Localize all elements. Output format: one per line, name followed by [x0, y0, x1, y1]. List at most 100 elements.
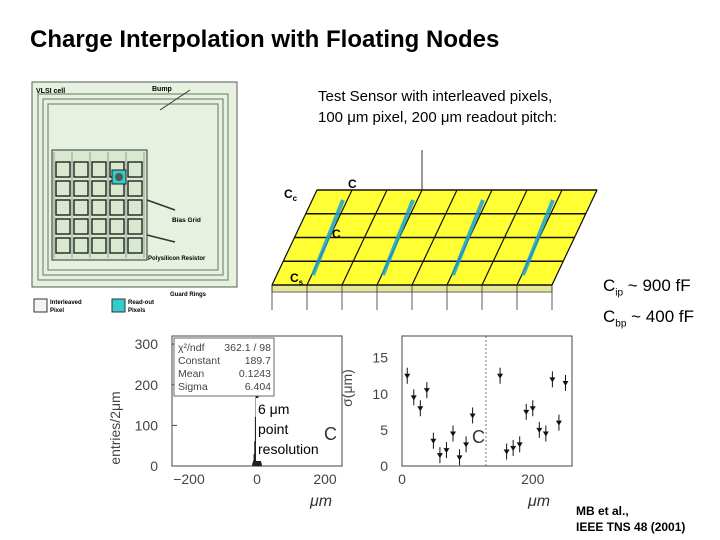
sigma-point	[469, 413, 476, 419]
label-cip: C	[332, 227, 341, 241]
sigma-sidebar-symbol: C	[472, 427, 485, 447]
stats-value: 362.1 / 98	[224, 342, 271, 354]
sigma-ytick-label: 0	[380, 458, 388, 474]
sigma-point	[463, 442, 470, 448]
sigma-ytick-label: 5	[380, 422, 388, 438]
sigma-xlabel: μm	[527, 493, 550, 510]
sigma-point	[456, 455, 463, 461]
stats-label: Constant	[178, 355, 220, 367]
readout-strip	[311, 199, 345, 276]
stats-value: 6.404	[245, 381, 271, 393]
pixel-cell	[91, 218, 107, 235]
cip-value: Cip ~ 900 fF	[603, 276, 691, 299]
sigma-point	[555, 420, 562, 426]
resolution-line1: 6 μm	[258, 401, 290, 417]
bump-dot	[115, 173, 123, 181]
guard-ring-inner	[47, 103, 219, 271]
network-col-line	[481, 189, 528, 286]
network-col-line	[341, 189, 388, 286]
hist-xtick-label: −200	[173, 471, 205, 487]
caption-line1: Test Sensor with interleaved pixels,	[318, 88, 553, 105]
citation: MB et al., IEEE TNS 48 (2001)	[576, 503, 685, 535]
label-bias-grid: Bias Grid	[172, 217, 201, 224]
sensor-layout-figure: VLSI cell Bump Bias Grid Polysilicon Res…	[30, 80, 240, 318]
sigma-frame	[401, 335, 573, 467]
sigma-point	[443, 448, 450, 454]
legend-readout-line2: Pixels	[128, 308, 146, 314]
legend-interleaved-line2: Pixel	[50, 308, 64, 314]
pixel-cell	[91, 199, 107, 216]
stats-label: Mean	[178, 368, 204, 380]
legend-readout-line1: Read-out	[128, 300, 154, 306]
capacitor-network-figure: Cc C C Cs	[271, 150, 598, 310]
sigma-point	[417, 406, 424, 412]
sensor-caption: Test Sensor with interleaved pixels, 100…	[318, 86, 557, 128]
network-col-line	[411, 189, 458, 286]
polysilicon-line	[146, 234, 176, 243]
sigma-point	[430, 438, 437, 444]
resolution-line3: resolution	[258, 441, 319, 457]
readout-strip	[451, 199, 485, 276]
pixel-matrix	[51, 149, 148, 261]
pixel-cell	[91, 180, 107, 197]
readout-strip	[381, 199, 415, 276]
hist-ytick-label: 100	[135, 417, 159, 433]
resolution-line2: point	[258, 421, 289, 437]
pixel-cell	[127, 218, 143, 235]
sigma-point	[523, 409, 530, 415]
stats-label: Sigma	[178, 381, 208, 393]
sigma-point	[542, 431, 549, 437]
pixel-cell	[73, 218, 89, 235]
sigma-point	[529, 406, 536, 412]
stats-label: χ²/ndf	[178, 342, 205, 354]
slide-title: Charge Interpolation with Floating Nodes	[30, 26, 500, 53]
citation-line1: MB et al.,	[576, 504, 629, 518]
pixel-cell	[73, 180, 89, 197]
stats-box-frame	[173, 337, 275, 397]
sigma-ytick-label: 15	[372, 350, 388, 366]
sigma-point	[436, 453, 443, 459]
readout-strip	[521, 199, 555, 276]
cbp-value: Cbp ~ 400 fF	[603, 307, 694, 330]
label-cs: Cs	[290, 271, 304, 287]
sigma-xtick-label: 0	[398, 471, 406, 487]
label-bump: Bump	[152, 86, 172, 93]
sigma-point	[536, 427, 543, 433]
sigma-point	[562, 380, 569, 386]
legend-interleaved-line1: Interleaved	[50, 300, 82, 306]
hist-ytick-label: 300	[135, 336, 159, 352]
sigma-ylabel: σ(μm)	[339, 369, 355, 407]
sigma-point	[423, 388, 430, 394]
legend-readout-swatch	[111, 298, 126, 313]
bump-pointer	[159, 89, 191, 111]
pixel-cell	[91, 161, 107, 178]
label-polysilicon-resistor: Polysilicon Resistor	[148, 256, 206, 262]
pixel-cell	[55, 237, 71, 254]
caption-line2: 100 μm pixel, 200 μm readout pitch:	[318, 109, 558, 126]
pixel-cell	[91, 237, 107, 254]
hist-ylabel: entries/2μm	[107, 391, 123, 464]
pixel-cell	[109, 218, 125, 235]
legend-interleaved-swatch	[33, 298, 48, 313]
hist-xtick-label: 200	[313, 471, 337, 487]
network-lines	[271, 189, 598, 310]
bias-grid-line	[146, 199, 176, 211]
sigma-point	[516, 442, 523, 448]
stats-value: 189.7	[245, 355, 271, 367]
label-cb: C	[348, 177, 357, 191]
pixel-cell	[127, 180, 143, 197]
pixel-cell	[127, 161, 143, 178]
pixel-cell	[127, 237, 143, 254]
guard-ring-outer	[37, 93, 229, 281]
sigma-points	[404, 367, 569, 466]
sigma-point	[510, 445, 517, 451]
citation-line2: IEEE TNS 48 (2001)	[576, 520, 686, 534]
sigma-point	[404, 373, 411, 379]
pixel-cell	[109, 199, 125, 216]
pixel-cell	[127, 199, 143, 216]
sigma-point	[497, 373, 504, 379]
